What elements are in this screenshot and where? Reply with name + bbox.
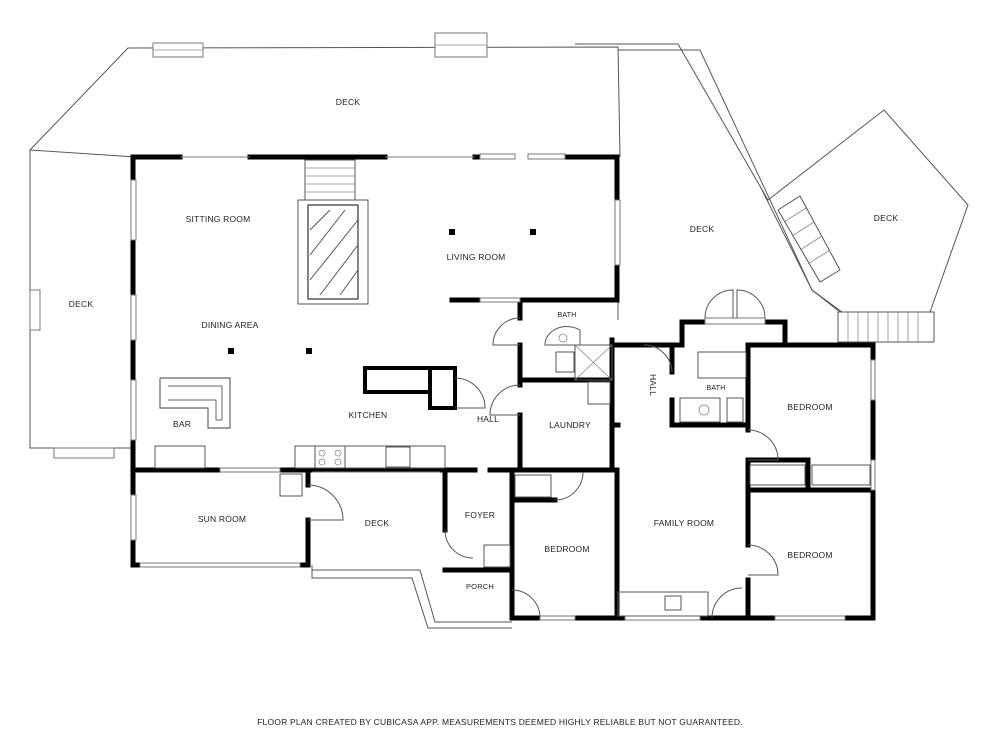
deck-fixtures — [29, 32, 488, 459]
fixtures — [154, 326, 871, 617]
label-bedroom-3: BEDROOM — [544, 544, 589, 554]
walls — [130, 154, 876, 621]
label-deck-middle: DECK — [365, 518, 390, 528]
label-porch: PORCH — [466, 582, 494, 591]
label-hall-side: HALL — [648, 374, 658, 396]
label-foyer: FOYER — [465, 510, 495, 520]
label-kitchen: KITCHEN — [349, 410, 388, 420]
label-deck-top: DECK — [336, 97, 361, 107]
disclaimer-note: FLOOR PLAN CREATED BY CUBICASA APP. MEAS… — [257, 717, 743, 727]
label-deck-left: DECK — [69, 299, 94, 309]
label-bedroom-2: BEDROOM — [787, 550, 832, 560]
label-bedroom-1: BEDROOM — [787, 402, 832, 412]
label-bath-1: BATH — [558, 312, 577, 319]
room-labels: DECK DECK DECK DECK DECK SITTING ROOM LI… — [69, 97, 899, 591]
label-dining-area: DINING AREA — [202, 320, 259, 330]
label-living-room: LIVING ROOM — [447, 252, 506, 262]
columns — [228, 229, 536, 354]
doors — [307, 289, 779, 619]
deck-outlines — [28, 43, 969, 629]
label-deck-far-right: DECK — [874, 213, 899, 223]
label-deck-right: DECK — [690, 224, 715, 234]
label-laundry: LAUNDRY — [549, 420, 591, 430]
label-sun-room: SUN ROOM — [198, 514, 246, 524]
label-bar: BAR — [173, 419, 191, 429]
label-bath-2: BATH — [707, 385, 726, 392]
label-sitting-room: SITTING ROOM — [186, 214, 251, 224]
label-hall-main: HALL — [477, 414, 499, 424]
stairs — [297, 159, 935, 343]
label-family-room: FAMILY ROOM — [654, 518, 714, 528]
